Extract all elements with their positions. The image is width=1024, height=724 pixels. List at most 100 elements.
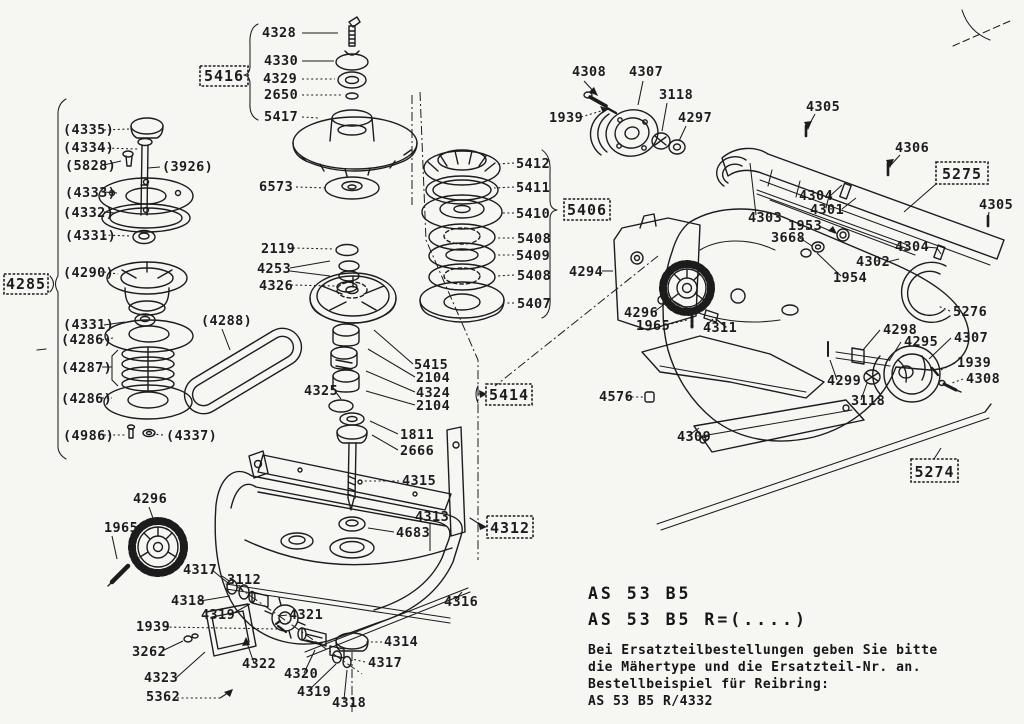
corner-mark bbox=[36, 9, 1011, 351]
part-label-4317-73: 4317 bbox=[183, 562, 217, 578]
part-label-2104-26: 2104 bbox=[416, 370, 450, 386]
part-label-6573-5: 6573 bbox=[259, 179, 293, 195]
part-label-4304-51: 4304 bbox=[799, 188, 833, 204]
part-label-4309-70: 4309 bbox=[677, 429, 711, 445]
part-label-2119-21: 2119 bbox=[261, 241, 295, 257]
part-label-4333-10: (4333) bbox=[65, 185, 116, 201]
part-label-4287-16: (4287) bbox=[61, 360, 112, 376]
part-label-4322-81: 4322 bbox=[242, 656, 276, 672]
note-line: Bestellbeispiel für Reibring: bbox=[588, 677, 830, 692]
part-label-4337-19: (4337) bbox=[166, 428, 217, 444]
boxed-label-5274: 5274 bbox=[910, 458, 959, 483]
svg-text:5406: 5406 bbox=[567, 201, 607, 219]
part-label-1965-59: 1965 bbox=[636, 318, 670, 334]
part-label-4294-41: 4294 bbox=[569, 264, 603, 280]
part-label-1939-77: 1939 bbox=[136, 619, 170, 635]
part-label-5417-4: 5417 bbox=[264, 109, 298, 125]
part-label-3926-9: (3926) bbox=[162, 159, 213, 175]
part-label-4286-17: (4286) bbox=[61, 391, 112, 407]
part-label-4326-23: 4326 bbox=[259, 278, 293, 294]
svg-text:5274: 5274 bbox=[914, 463, 954, 481]
part-label-4301-52: 4301 bbox=[810, 202, 844, 218]
part-label-4330-1: 4330 bbox=[264, 53, 298, 69]
part-label-4316-88: 4316 bbox=[444, 594, 478, 610]
part-label-4319-84: 4319 bbox=[297, 684, 331, 700]
part-label-4332-11: (4332) bbox=[63, 205, 114, 221]
boxed-label-5275: 5275 bbox=[935, 161, 989, 185]
part-label-1939-45: 1939 bbox=[549, 110, 583, 126]
note-line: AS 53 B5 R/4332 bbox=[588, 694, 713, 709]
part-label-4683-33: 4683 bbox=[396, 525, 430, 541]
part-label-4335-6: (4335) bbox=[63, 122, 114, 138]
boxed-label-5416: 5416 bbox=[199, 65, 249, 87]
svg-text:5275: 5275 bbox=[942, 165, 982, 183]
part-label-4290-13: (4290) bbox=[63, 265, 114, 281]
part-label-4324-27: 4324 bbox=[416, 385, 450, 401]
part-label-4320-83: 4320 bbox=[284, 666, 318, 682]
axis-lines bbox=[221, 91, 659, 714]
part-label-5408-37: 5408 bbox=[517, 231, 551, 247]
part-label-5362-80: 5362 bbox=[146, 689, 180, 705]
part-label-2650-3: 2650 bbox=[264, 87, 298, 103]
part-label-4286-15: (4286) bbox=[61, 332, 112, 348]
part-label-4319-76: 4319 bbox=[201, 607, 235, 623]
part-drawing-center-stack bbox=[309, 243, 397, 532]
part-label-4317-87: 4317 bbox=[368, 655, 402, 671]
part-label-4314-86: 4314 bbox=[384, 634, 418, 650]
part-label-4253-22: 4253 bbox=[257, 261, 291, 277]
part-label-4306-48: 4306 bbox=[895, 140, 929, 156]
part-label-5408-39: 5408 bbox=[517, 268, 551, 284]
part-label-1939-65: 1939 bbox=[957, 355, 991, 371]
part-label-5828-8: (5828) bbox=[65, 158, 116, 174]
part-label-4325-24: 4325 bbox=[304, 383, 338, 399]
leader-lines-solid bbox=[102, 32, 990, 701]
part-label-4318-75: 4318 bbox=[171, 593, 205, 609]
part-drawing-5416-group bbox=[292, 16, 418, 200]
part-drawing-body-group bbox=[583, 91, 1005, 531]
leader-lines-dotted bbox=[101, 78, 964, 699]
part-label-5412-34: 5412 bbox=[516, 156, 550, 172]
boxed-label-5406: 5406 bbox=[563, 198, 611, 221]
part-label-4295-63: 4295 bbox=[904, 334, 938, 350]
part-label-4315-31: 4315 bbox=[402, 473, 436, 489]
part-number-labels: 432843304329265054176573(4335)(4334)(582… bbox=[61, 25, 1013, 711]
part-label-4296-58: 4296 bbox=[624, 305, 658, 321]
part-label-1811-29: 1811 bbox=[400, 427, 434, 443]
part-label-4331-12: (4331) bbox=[65, 228, 116, 244]
svg-text:4312: 4312 bbox=[490, 519, 530, 537]
part-label-1953-53: 1953 bbox=[788, 218, 822, 234]
note-line: Bei Ersatzteilbestellungen geben Sie bit… bbox=[588, 643, 938, 658]
part-label-4303-50: 4303 bbox=[748, 210, 782, 226]
model-line-1: AS 53 B5 bbox=[588, 584, 692, 603]
part-label-4307-43: 4307 bbox=[629, 64, 663, 80]
svg-text:5414: 5414 bbox=[489, 386, 529, 404]
part-label-4311-60: 4311 bbox=[703, 320, 737, 336]
part-label-4986-18: (4986) bbox=[63, 428, 114, 444]
part-label-4334-7: (4334) bbox=[63, 140, 114, 156]
order-note: Bei Ersatzteilbestellungen geben Sie bit… bbox=[588, 642, 938, 710]
part-label-5407-40: 5407 bbox=[517, 296, 551, 312]
boxed-label-4312: 4312 bbox=[486, 515, 534, 539]
part-label-5415-25: 5415 bbox=[414, 357, 448, 373]
assembly-number-boxes: 5416 4285 5406 5414 4312 5275 5274 bbox=[3, 65, 989, 539]
svg-text:5416: 5416 bbox=[204, 67, 244, 85]
part-label-3262-78: 3262 bbox=[132, 644, 166, 660]
part-label-1954-55: 1954 bbox=[833, 270, 867, 286]
part-label-5411-35: 5411 bbox=[516, 180, 550, 196]
part-label-3118-68: 3118 bbox=[851, 393, 885, 409]
leader-arrowheads bbox=[224, 87, 894, 697]
note-line: die Mähertype und die Ersatzteil-Nr. an. bbox=[588, 660, 922, 675]
part-label-4302-57: 4302 bbox=[856, 254, 890, 270]
part-label-4299-67: 4299 bbox=[827, 373, 861, 389]
part-label-5409-38: 5409 bbox=[516, 248, 550, 264]
svg-text:4285: 4285 bbox=[6, 275, 46, 293]
part-label-3118-44: 3118 bbox=[659, 87, 693, 103]
part-label-4297-46: 4297 bbox=[678, 110, 712, 126]
part-label-4308-42: 4308 bbox=[572, 64, 606, 80]
part-label-4318-85: 4318 bbox=[332, 695, 366, 711]
part-label-4305-49: 4305 bbox=[979, 197, 1013, 213]
part-drawing-5406-group bbox=[419, 149, 505, 323]
part-label-1965-72: 1965 bbox=[104, 520, 138, 536]
